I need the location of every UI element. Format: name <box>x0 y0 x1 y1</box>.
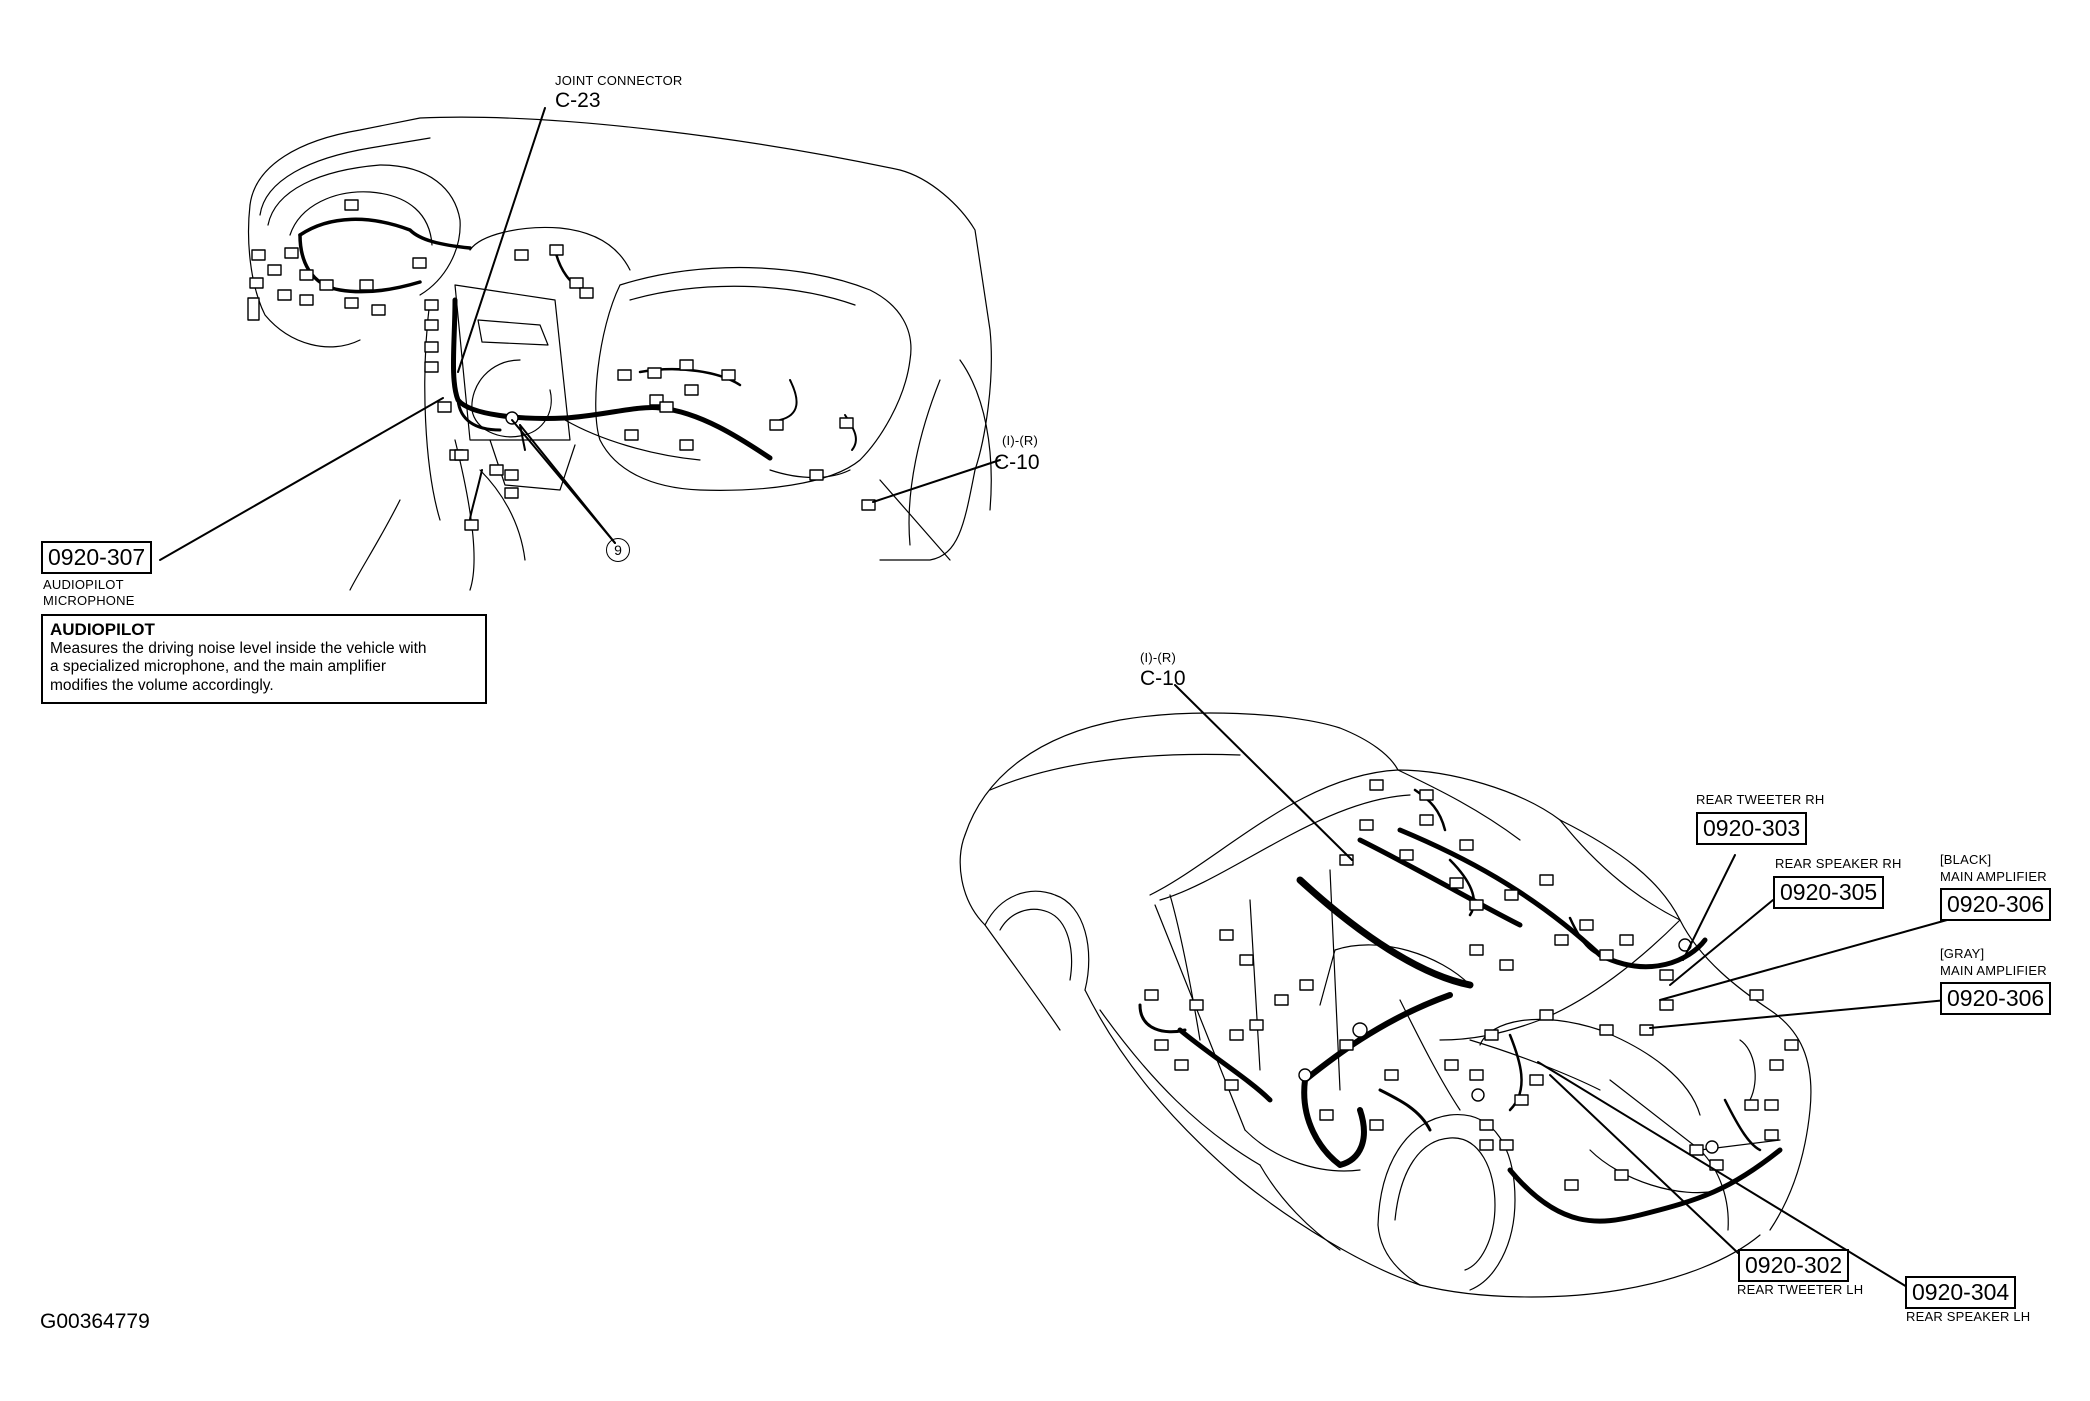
main-amp-black-caption-2: MAIN AMPLIFIER <box>1940 869 2047 884</box>
dash-c10-caption: (I)-(R) <box>1002 433 1039 448</box>
audiopilot-note: AUDIOPILOT Measures the driving noise le… <box>41 614 487 704</box>
rear-speaker-rh-code-box: 0920-305 <box>1773 876 1885 910</box>
dashboard-connectors <box>247 199 876 531</box>
rear-tweeter-lh-code-box: 0920-302 <box>1738 1249 1850 1283</box>
rear-tweeter-lh-caption: REAR TWEETER LH <box>1737 1282 1864 1297</box>
dashboard-outline <box>247 116 992 591</box>
microphone-caption-1: AUDIOPILOT <box>43 577 124 592</box>
car-harness <box>1138 788 1783 1224</box>
joint-connector-code: C-23 <box>555 89 601 112</box>
rear-speaker-lh-caption: REAR SPEAKER LH <box>1906 1309 2031 1324</box>
rear-speaker-rh-caption: REAR SPEAKER RH <box>1775 856 1902 871</box>
car-connectors <box>1144 779 1799 1191</box>
car-c10-caption: (I)-(R) <box>1140 650 1177 665</box>
dashboard-harness <box>298 217 857 521</box>
figure-id: G00364779 <box>40 1310 150 1333</box>
rear-tweeter-rh-caption: REAR TWEETER RH <box>1696 792 1825 807</box>
joint-connector-caption: JOINT CONNECTOR <box>555 73 683 88</box>
audiopilot-note-line-1: Measures the driving noise level inside … <box>50 640 427 658</box>
callout-number-9: 9 <box>606 538 630 562</box>
audiopilot-note-title: AUDIOPILOT <box>50 620 155 639</box>
main-amp-black-caption-1: [BLACK] <box>1940 852 1992 867</box>
car-body-outline <box>959 712 1812 1298</box>
main-amp-gray-code-box: 0920-306 <box>1940 982 2052 1016</box>
main-amp-black-code-box: 0920-306 <box>1940 888 2052 922</box>
car-c10-code: C-10 <box>1140 667 1186 690</box>
main-amp-gray-caption-2: MAIN AMPLIFIER <box>1940 963 2047 978</box>
rear-speaker-lh-code-box: 0920-304 <box>1905 1276 2017 1310</box>
microphone-caption-2: MICROPHONE <box>43 593 135 608</box>
audiopilot-note-line-3: modifies the volume accordingly. <box>50 676 274 694</box>
microphone-code-box: 0920-307 <box>41 541 153 575</box>
audiopilot-note-line-2: a specialized microphone, and the main a… <box>50 658 387 676</box>
rear-tweeter-rh-code-box: 0920-303 <box>1696 812 1808 846</box>
main-amp-gray-caption-1: [GRAY] <box>1940 946 1985 961</box>
leader-lines <box>159 107 1948 1291</box>
dash-c10-code: C-10 <box>994 451 1040 474</box>
